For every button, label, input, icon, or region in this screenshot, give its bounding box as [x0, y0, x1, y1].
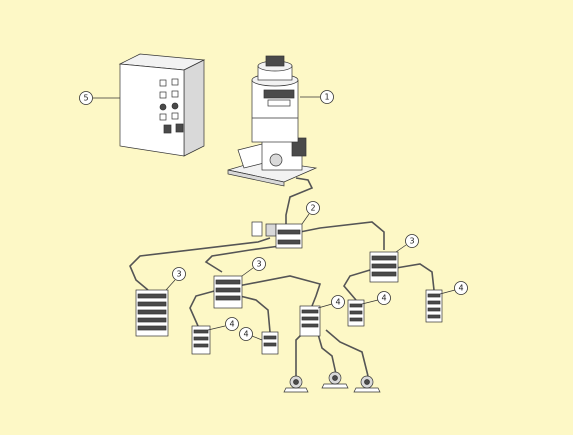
- control-box-buttons: [159, 78, 184, 134]
- lube-block-c: [299, 305, 321, 337]
- callout-2-label: 2: [310, 204, 315, 213]
- callout-4-a-label: 4: [229, 320, 234, 329]
- secondary-distributor-center: [213, 275, 243, 309]
- callout-4-d-circle: [377, 291, 391, 305]
- callout-3-right-label: 3: [409, 237, 414, 246]
- callout-4-e-label: 4: [458, 284, 463, 293]
- lubrication-pump: [227, 55, 318, 187]
- callout-3-left-label: 3: [176, 270, 181, 279]
- pipe-to-bearing-3: [325, 329, 369, 377]
- lube-block-e: [425, 289, 443, 323]
- pipe-right-to-block-e: [395, 263, 435, 291]
- callout-5-circle: [79, 91, 93, 105]
- callout-4-e-circle: [454, 281, 468, 295]
- callout-4-c-label: 4: [335, 298, 340, 307]
- pipe-network: [129, 177, 435, 377]
- callout-4-b-label: 4: [243, 330, 248, 339]
- secondary-distributor-right: [369, 251, 399, 283]
- lube-block-a: [191, 325, 211, 355]
- callout-4-d-label: 4: [381, 294, 386, 303]
- bearing-1: [283, 375, 309, 393]
- pipe-pump-to-main: [285, 177, 314, 228]
- secondary-distributor-left: [135, 289, 169, 337]
- pipe-center-to-block-a: [189, 289, 219, 327]
- pipe-main-to-left: [129, 237, 271, 291]
- callout-2-circle: [306, 201, 320, 215]
- callout-3-right-circle: [405, 234, 419, 248]
- callout-3-center-label: 3: [256, 260, 261, 269]
- lube-block-d: [347, 299, 365, 327]
- callout-3-center-circle: [252, 257, 266, 271]
- pipe-main-to-right: [299, 221, 385, 250]
- bearing-3: [353, 375, 381, 393]
- pipe-to-bearing-2: [317, 333, 337, 375]
- bearing-2: [321, 371, 349, 389]
- main-distributor: [251, 221, 303, 249]
- callout-5-label: 5: [83, 94, 88, 103]
- pipe-main-to-center: [204, 245, 281, 273]
- pipe-center-to-block-c: [237, 275, 322, 307]
- lube-block-b: [261, 331, 279, 355]
- pipe-center-to-block-b: [239, 295, 271, 333]
- callout-4-b-circle: [239, 327, 253, 341]
- callout-1-label: 1: [324, 93, 329, 102]
- pipe-right-to-block-d: [343, 269, 371, 301]
- callout-4-a-circle: [225, 317, 239, 331]
- control-box: [118, 53, 206, 157]
- callouts: 5 1 2 3 3 3 4 4 4 4 4: [79, 90, 468, 341]
- callout-3-left-circle: [172, 267, 186, 281]
- callout-1-circle: [320, 90, 334, 104]
- callout-4-c-circle: [331, 295, 345, 309]
- pipe-to-bearing-1: [295, 331, 305, 376]
